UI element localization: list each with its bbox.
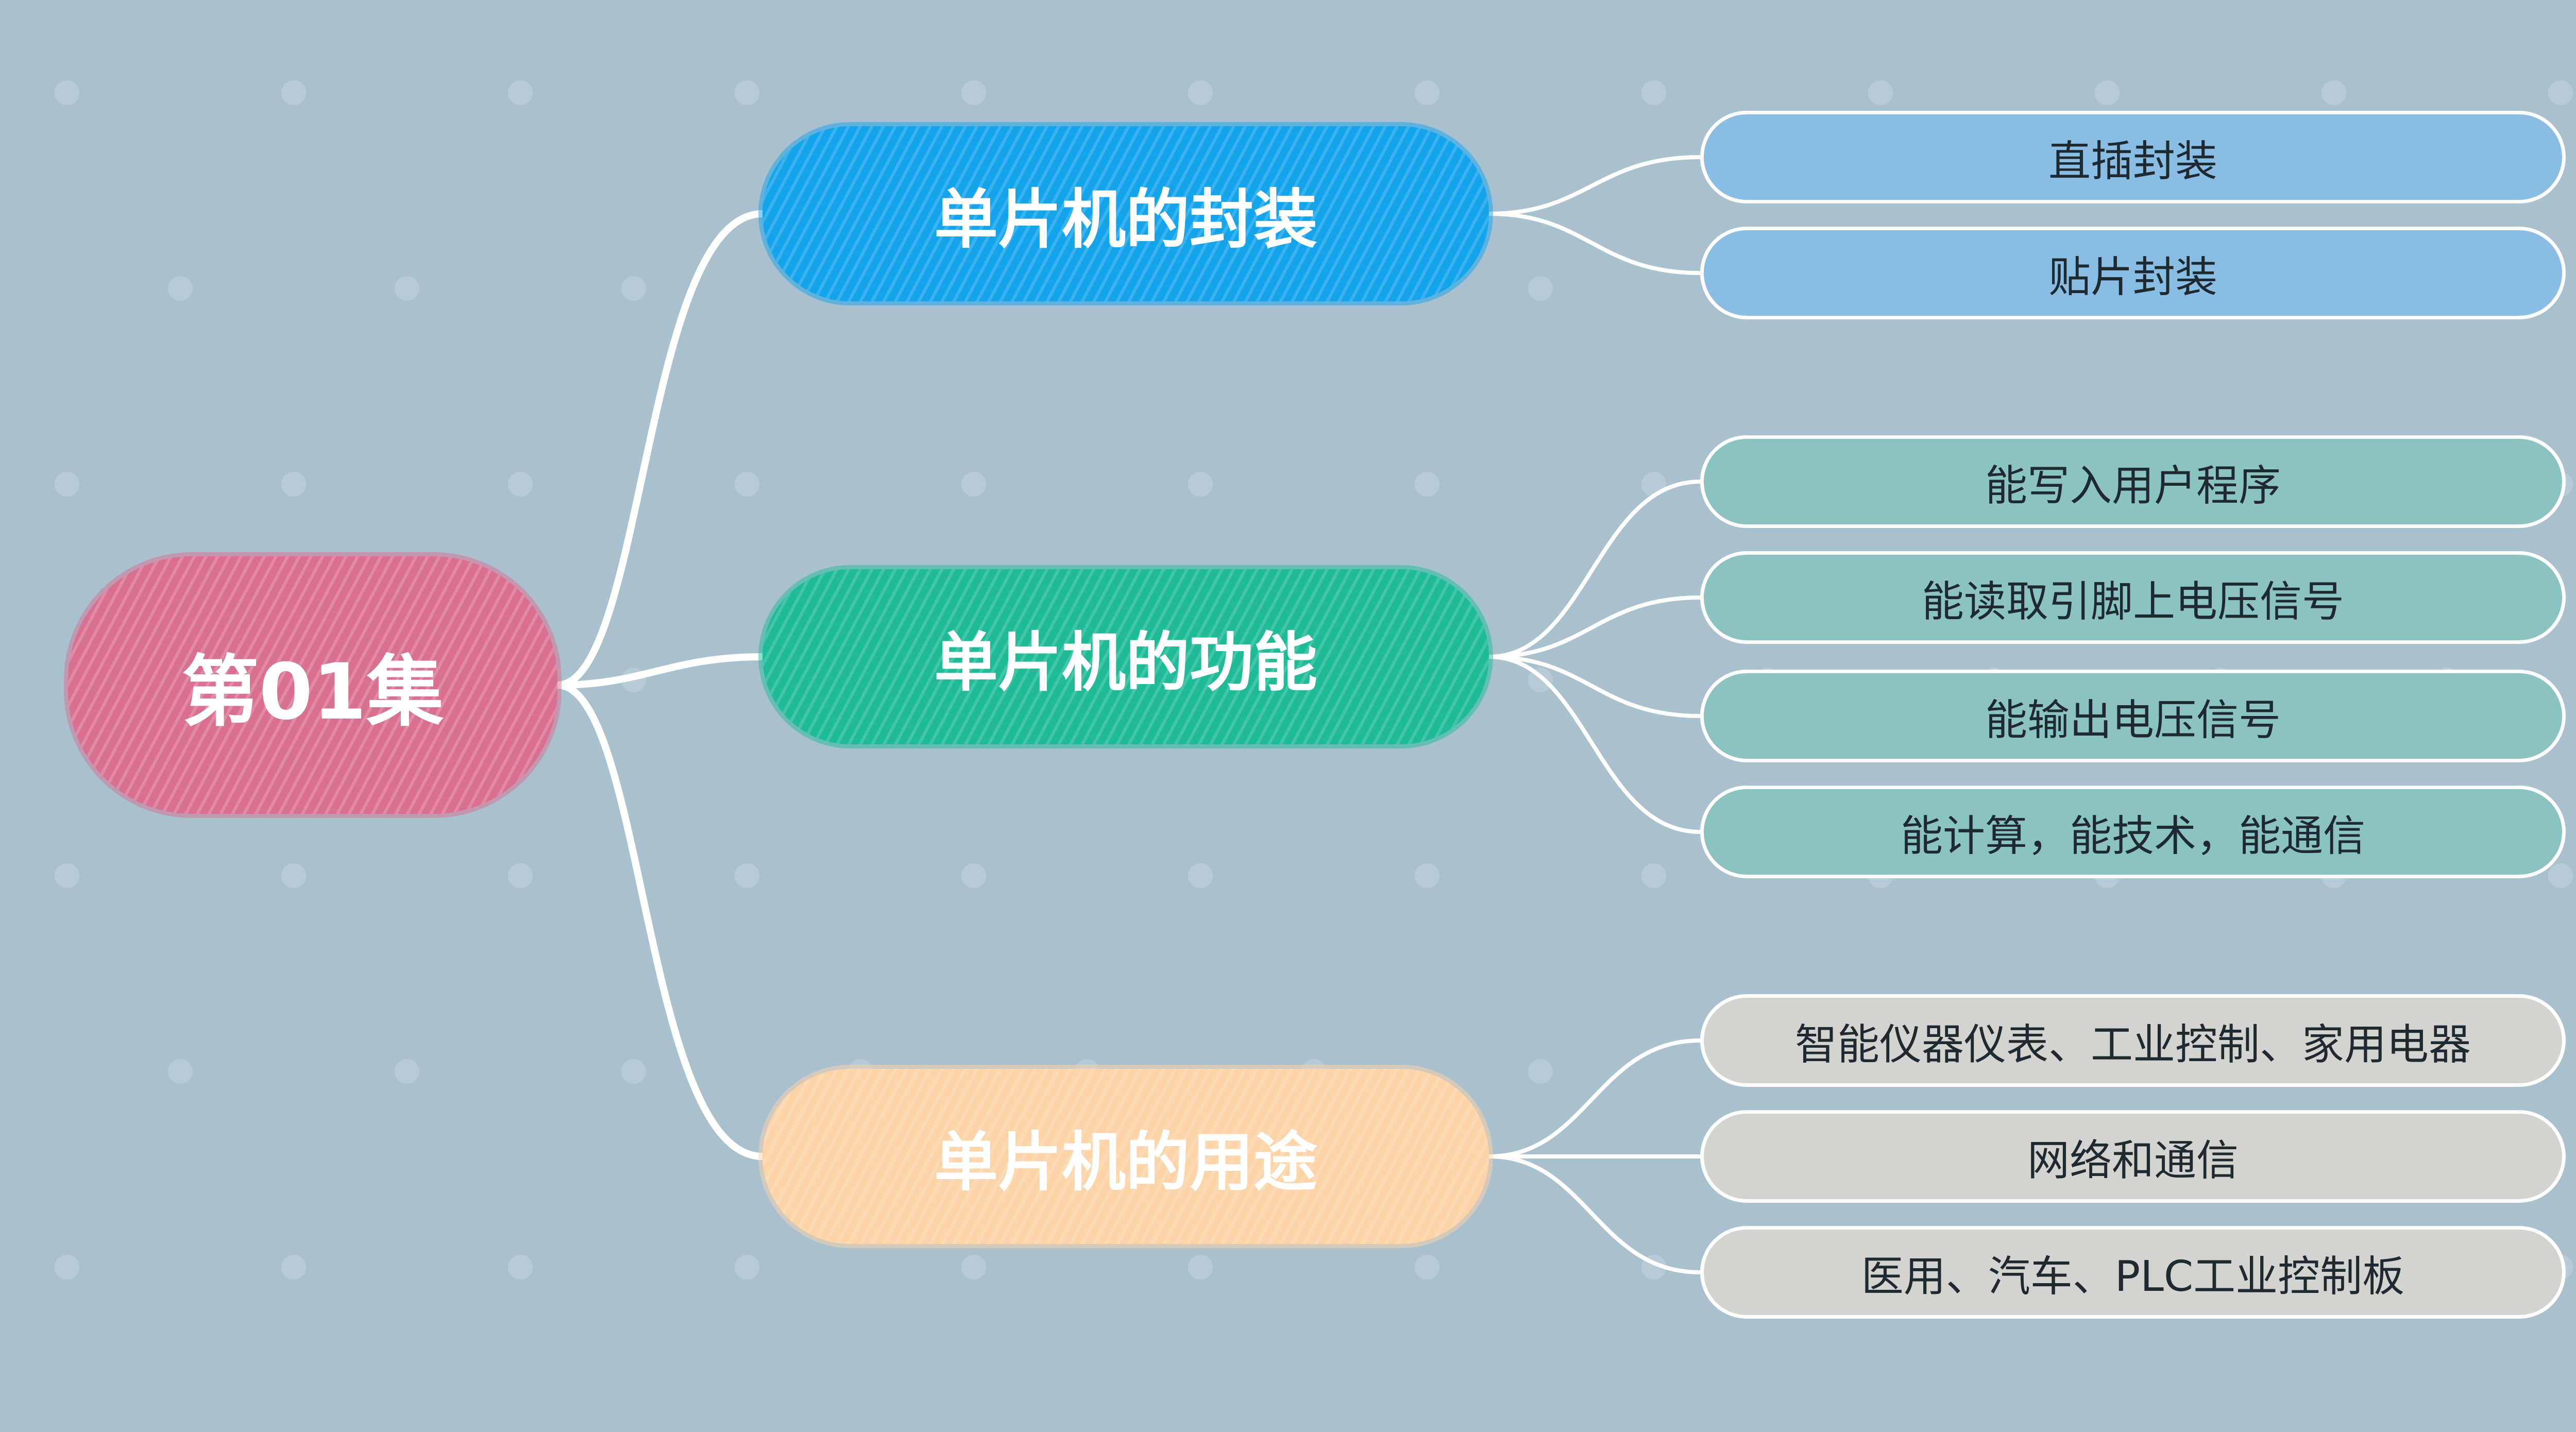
background-dot bbox=[55, 80, 79, 105]
background-dot bbox=[281, 863, 306, 888]
leaf-usage-2[interactable]: 网络和通信 bbox=[1700, 1110, 2566, 1203]
branch-usage[interactable]: 单片机的用途 bbox=[762, 1069, 1489, 1244]
root-topic-label: 第01集 bbox=[181, 647, 444, 737]
background-dot bbox=[1188, 863, 1213, 888]
connector-function-leaf-2 bbox=[1487, 595, 1702, 659]
background-dot bbox=[168, 1059, 193, 1084]
connector-usage-leaf-1 bbox=[1487, 1038, 1702, 1158]
background-dot bbox=[2095, 80, 2120, 105]
leaf-package-2[interactable]: 贴片封装 bbox=[1700, 227, 2566, 319]
background-dot bbox=[961, 80, 986, 105]
background-dot bbox=[508, 80, 533, 105]
branch-package[interactable]: 单片机的封装 bbox=[762, 126, 1489, 301]
connector-function-leaf-1 bbox=[1487, 480, 1702, 659]
background-dot bbox=[735, 1255, 759, 1280]
connector-function-leaf-4 bbox=[1487, 655, 1702, 834]
leaf-label: 智能仪器仪表、工业控制、家用电器 bbox=[1794, 1020, 2471, 1069]
background-dot bbox=[961, 863, 986, 888]
root-topic[interactable]: 第01集 bbox=[68, 556, 557, 814]
connector-root-package bbox=[554, 210, 766, 689]
background-dot bbox=[1188, 80, 1213, 105]
leaf-function-3[interactable]: 能输出电压信号 bbox=[1700, 670, 2566, 762]
background-dot bbox=[1868, 80, 1893, 105]
background-dot bbox=[508, 863, 533, 888]
branch-function-label: 单片机的功能 bbox=[934, 626, 1317, 700]
leaf-label: 贴片封装 bbox=[2048, 252, 2217, 302]
connector-usage-leaf-3 bbox=[1487, 1154, 1702, 1274]
background-dot bbox=[281, 472, 306, 497]
background-dot bbox=[1528, 276, 1553, 301]
background-dot bbox=[168, 276, 193, 301]
connector-root-function bbox=[554, 653, 766, 689]
leaf-label: 能读取引脚上电压信号 bbox=[1921, 577, 2344, 626]
leaf-label: 能写入用户程序 bbox=[1985, 461, 2281, 510]
connector-package-leaf-2 bbox=[1487, 212, 1702, 275]
background-dot bbox=[508, 1255, 533, 1280]
leaf-function-1[interactable]: 能写入用户程序 bbox=[1700, 435, 2566, 528]
background-dot bbox=[55, 472, 79, 497]
background-dot bbox=[2321, 80, 2346, 105]
background-dot bbox=[1415, 80, 1439, 105]
leaf-label: 能输出电压信号 bbox=[1985, 695, 2281, 745]
background-dot bbox=[2548, 863, 2573, 888]
background-dot bbox=[1641, 80, 1666, 105]
leaf-label: 能计算，能技术，能通信 bbox=[1900, 811, 2365, 861]
background-dot bbox=[621, 1059, 646, 1084]
background-dot bbox=[1415, 863, 1439, 888]
connector-package-leaf-1 bbox=[1487, 155, 1702, 216]
leaf-usage-3[interactable]: 医用、汽车、PLC工业控制板 bbox=[1700, 1226, 2566, 1319]
branch-usage-label: 单片机的用途 bbox=[934, 1126, 1317, 1200]
background-dot bbox=[1188, 472, 1213, 497]
background-dot bbox=[281, 1255, 306, 1280]
background-dot bbox=[1528, 1059, 1553, 1084]
branch-function[interactable]: 单片机的功能 bbox=[762, 569, 1489, 744]
leaf-label: 直插封装 bbox=[2048, 137, 2217, 186]
connector-function-leaf-3 bbox=[1487, 655, 1702, 718]
background-dot bbox=[55, 863, 79, 888]
background-dot bbox=[961, 1255, 986, 1280]
background-dot bbox=[621, 276, 646, 301]
background-dot bbox=[395, 1059, 419, 1084]
background-dot bbox=[1415, 1255, 1439, 1280]
leaf-package-1[interactable]: 直插封装 bbox=[1700, 111, 2566, 203]
background-dot bbox=[961, 472, 986, 497]
background-dot bbox=[508, 472, 533, 497]
connector-root-usage bbox=[554, 681, 766, 1160]
background-dot bbox=[281, 80, 306, 105]
branch-package-label: 单片机的封装 bbox=[934, 183, 1317, 257]
background-dot bbox=[395, 276, 419, 301]
background-dot bbox=[1188, 1255, 1213, 1280]
background-dot bbox=[735, 472, 759, 497]
leaf-usage-1[interactable]: 智能仪器仪表、工业控制、家用电器 bbox=[1700, 994, 2566, 1087]
background-dot bbox=[735, 80, 759, 105]
background-dot bbox=[2548, 80, 2573, 105]
background-dot bbox=[55, 1255, 79, 1280]
leaf-label: 医用、汽车、PLC工业控制板 bbox=[1861, 1252, 2405, 1301]
leaf-label: 网络和通信 bbox=[2027, 1136, 2239, 1185]
leaf-function-4[interactable]: 能计算，能技术，能通信 bbox=[1700, 786, 2566, 878]
background-dot bbox=[1415, 472, 1439, 497]
background-dot bbox=[1641, 863, 1666, 888]
leaf-function-2[interactable]: 能读取引脚上电压信号 bbox=[1700, 551, 2566, 644]
background-dot bbox=[735, 863, 759, 888]
